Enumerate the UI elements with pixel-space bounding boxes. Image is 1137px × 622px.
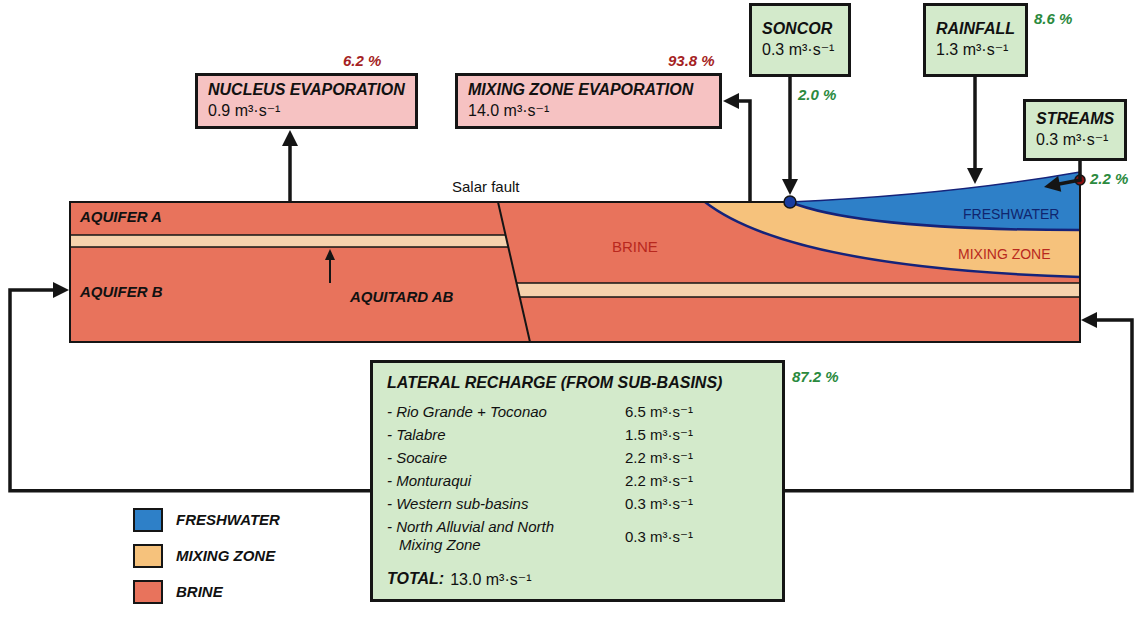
legend-swatch <box>133 544 163 568</box>
aquitard-edge <box>70 246 508 248</box>
salar-fault-line <box>498 202 530 342</box>
flow-line <box>10 290 370 491</box>
fault-label: Salar fault <box>452 178 520 195</box>
flow-value: 0.9 m³·s⁻¹ <box>208 100 405 121</box>
percentage-label: 8.6 % <box>1034 10 1072 27</box>
soncor-point <box>784 196 796 208</box>
box-heading: STREAMS <box>1036 109 1114 129</box>
flow-value: 1.3 m³·s⁻¹ <box>936 39 1015 60</box>
percentage-label: 93.8 % <box>668 52 715 69</box>
box-heading: SONCOR <box>762 19 838 39</box>
box-heading: RAINFALL <box>936 19 1015 39</box>
flow-line <box>737 101 750 202</box>
box-heading: NUCLEUS EVAPORATION <box>208 80 405 100</box>
flow-value: 0.3 m³·s⁻¹ <box>625 495 693 513</box>
layer-label: AQUIFER B <box>80 283 163 300</box>
zone-label: FRESHWATER <box>963 206 1059 222</box>
inflow-box: RAINFALL1.3 m³·s⁻¹ <box>923 3 1028 77</box>
percentage-label: 87.2 % <box>792 368 839 385</box>
sub-basin-name: - Socaire <box>387 449 450 467</box>
ground-surface <box>790 172 1080 202</box>
flow-value: 2.2 m³·s⁻¹ <box>625 449 693 467</box>
box-heading: LATERAL RECHARGE (FROM SUB-BASINS) <box>387 373 722 393</box>
recharge-box: LATERAL RECHARGE (FROM SUB-BASINS) - Rio … <box>370 360 785 602</box>
arrow-head <box>1081 312 1097 328</box>
legend-swatch <box>133 580 163 604</box>
legend-text: MIXING ZONE <box>176 547 275 564</box>
sub-basin-name: - Monturaqui <box>387 472 474 490</box>
flow-arrow <box>723 93 750 202</box>
mixing-zone-wedge <box>705 172 1080 277</box>
layer-label: AQUITARD AB <box>350 288 453 305</box>
percentage-label: 2.2 % <box>1090 170 1128 187</box>
arrow-head <box>723 93 739 109</box>
inflow-box: STREAMS0.3 m³·s⁻¹ <box>1023 99 1127 161</box>
arrow-head <box>53 282 69 298</box>
evaporation-box: NUCLEUS EVAPORATION0.9 m³·s⁻¹ <box>195 73 418 129</box>
flow-value: 0.3 m³·s⁻¹ <box>762 39 838 60</box>
freshwater-boundary <box>790 202 1080 230</box>
aquitard-pointer <box>329 258 331 283</box>
flow-line <box>1058 161 1080 184</box>
aquifer-cross-section: Salar faultAQUIFER A AQUIFER B AQUITARD AB… <box>70 172 1080 342</box>
aquitard-edge <box>517 282 1081 284</box>
arrow-head <box>282 130 298 146</box>
flow-line <box>785 320 1132 491</box>
aquitard-right <box>517 283 1081 297</box>
sub-basin-name: - Talabre <box>387 426 448 444</box>
percentage-label: 2.0 % <box>798 86 836 103</box>
arrow-head <box>967 168 983 184</box>
aquitard-edge <box>70 234 506 236</box>
percentage-label: 6.2 % <box>343 52 381 69</box>
mixing-boundary <box>705 202 1080 277</box>
flow-arrow <box>782 77 798 195</box>
total-value: 13.0 m³·s⁻¹ <box>450 569 531 590</box>
section-outline <box>70 172 1080 342</box>
flow-line <box>288 144 292 202</box>
flow-value: 1.5 m³·s⁻¹ <box>625 426 693 444</box>
arrow-head <box>782 179 798 195</box>
flow-line <box>973 77 977 170</box>
legend-text: FRESHWATER <box>176 511 280 528</box>
freshwater-wedge <box>790 172 1080 230</box>
flow-value: 6.5 m³·s⁻¹ <box>625 403 693 421</box>
sub-basin-name: - North Alluvial and North Mixing Zone <box>387 518 565 554</box>
legend-text: BRINE <box>176 583 223 600</box>
aquitard-left <box>70 235 508 247</box>
flow-value: 14.0 m³·s⁻¹ <box>468 100 709 121</box>
flow-value: 0.3 m³·s⁻¹ <box>1036 129 1114 150</box>
flow-value: 0.3 m³·s⁻¹ <box>625 528 693 546</box>
total-label: TOTAL: <box>387 569 444 589</box>
flow-line <box>788 77 792 181</box>
layer-label: AQUIFER A <box>80 208 162 225</box>
flow-value: 2.2 m³·s⁻¹ <box>625 472 693 490</box>
aquitard-pointer-head <box>325 249 335 260</box>
evaporation-box: MIXING ZONE EVAPORATION14.0 m³·s⁻¹ <box>455 73 722 129</box>
inflow-box: SONCOR0.3 m³·s⁻¹ <box>749 3 851 77</box>
sub-basin-name: - Western sub-basins <box>387 495 528 513</box>
zone-label: BRINE <box>612 238 658 255</box>
sub-basin-name: - Rio Grande + Toconao <box>387 403 547 421</box>
zone-label: MIXING ZONE <box>958 246 1051 262</box>
aquitard-edge <box>520 296 1080 298</box>
flow-arrow <box>1044 161 1080 192</box>
box-heading: MIXING ZONE EVAPORATION <box>468 80 709 100</box>
legend-swatch <box>133 508 163 532</box>
arrow-head <box>1044 176 1061 192</box>
flow-arrow <box>967 77 983 184</box>
flow-arrow <box>282 130 298 202</box>
